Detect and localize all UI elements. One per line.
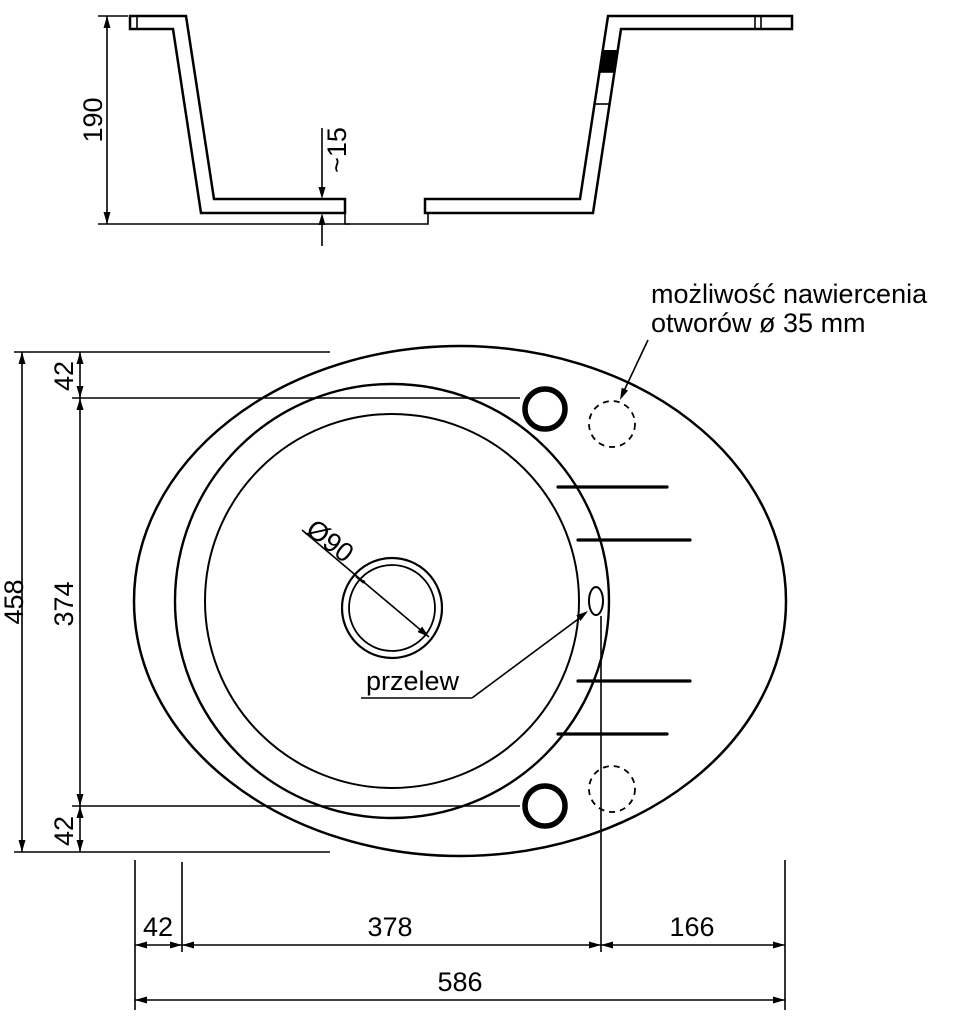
section-drain-recess bbox=[344, 213, 429, 225]
arrowhead bbox=[182, 941, 194, 949]
leader-line bbox=[471, 613, 586, 699]
arrowhead bbox=[601, 941, 613, 949]
drill-note-line2: otworów ø 35 mm bbox=[651, 308, 866, 338]
arrowhead bbox=[620, 387, 629, 400]
section-wall-hole-mark bbox=[599, 50, 618, 72]
arrowhead bbox=[773, 941, 785, 949]
sink-outline bbox=[132, 344, 788, 858]
cross-section-view bbox=[128, 14, 794, 225]
arrowhead bbox=[318, 187, 326, 199]
arrowhead bbox=[76, 794, 84, 806]
bowl-inner-circle bbox=[204, 413, 580, 789]
optional-hole-top bbox=[588, 400, 636, 448]
arrowhead bbox=[76, 398, 84, 410]
arrowhead bbox=[76, 840, 84, 852]
dim-label-42-left: 42 bbox=[143, 912, 173, 942]
overflow-slot bbox=[588, 586, 604, 616]
arrowhead bbox=[18, 352, 26, 364]
overflow-callout: przelew bbox=[361, 611, 588, 699]
dim-label-42-top: 42 bbox=[49, 361, 79, 391]
arrowhead bbox=[170, 941, 182, 949]
faucet-hole-top bbox=[522, 386, 568, 432]
dimension-floor-thickness: ~15 bbox=[318, 127, 352, 246]
optional-hole-bottom bbox=[588, 765, 636, 813]
faucet-hole-bottom bbox=[522, 783, 568, 829]
dim-label-458: 458 bbox=[0, 579, 29, 624]
drill-note-line1: możliwość nawiercenia bbox=[651, 279, 928, 309]
arrowhead bbox=[76, 806, 84, 818]
dim-label-374: 374 bbox=[49, 581, 79, 626]
arrowhead bbox=[773, 996, 785, 1004]
plan-view: Ø90 przelew możliwość nawiercenia otworó… bbox=[132, 279, 928, 858]
arrowhead bbox=[135, 941, 147, 949]
bowl-outer-circle bbox=[173, 382, 611, 820]
dim-label-166: 166 bbox=[669, 912, 714, 942]
arrowhead bbox=[318, 213, 326, 225]
horizontal-dimensions: 42 378 166 586 bbox=[134, 616, 786, 1010]
leader-line bbox=[622, 339, 649, 394]
dim-label-42-bottom: 42 bbox=[49, 816, 79, 846]
vertical-dimensions: 458 42 374 42 bbox=[0, 351, 520, 853]
arrowhead bbox=[103, 212, 111, 224]
drain-inner-circle bbox=[348, 564, 436, 652]
dim-label-15: ~15 bbox=[322, 127, 352, 173]
arrowhead bbox=[576, 611, 588, 621]
dim-line bbox=[301, 529, 430, 638]
dimension-section-height: 190 bbox=[78, 15, 350, 225]
arrowhead bbox=[76, 352, 84, 364]
overflow-label: przelew bbox=[366, 666, 460, 696]
arrowhead bbox=[354, 576, 366, 587]
section-right-wall bbox=[423, 14, 794, 215]
dim-label-190: 190 bbox=[78, 97, 108, 142]
arrowhead bbox=[135, 996, 147, 1004]
arrowhead bbox=[589, 941, 601, 949]
arrowhead bbox=[76, 386, 84, 398]
drill-note-callout: możliwość nawiercenia otworów ø 35 mm bbox=[620, 279, 928, 400]
arrowhead bbox=[18, 840, 26, 852]
arrowhead bbox=[103, 16, 111, 28]
dim-label-378: 378 bbox=[367, 912, 412, 942]
section-left-wall bbox=[128, 14, 347, 215]
arrowhead bbox=[417, 626, 429, 637]
drain-outer-circle bbox=[340, 556, 444, 660]
dim-label-586: 586 bbox=[437, 967, 482, 997]
